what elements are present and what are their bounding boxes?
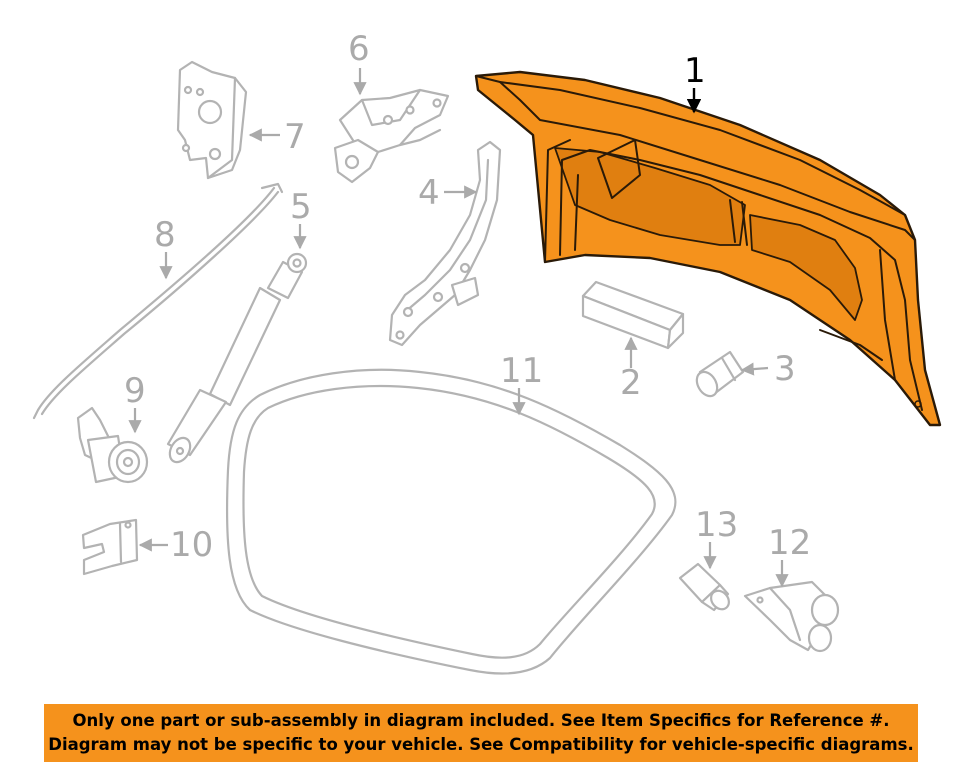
callout-3: 3 <box>774 349 796 389</box>
leader-lines <box>128 68 789 588</box>
parts-diagram: 1 2 3 4 5 6 7 8 9 10 11 12 13 <box>32 29 942 675</box>
callout-1: 1 <box>684 51 706 91</box>
callout-5: 5 <box>290 187 312 227</box>
callout-4: 4 <box>418 173 440 213</box>
callout-2: 2 <box>620 363 642 403</box>
callout-11: 11 <box>500 351 543 391</box>
callout-13: 13 <box>695 505 738 545</box>
leader-3 <box>740 362 769 376</box>
callout-12: 12 <box>768 523 811 563</box>
callout-8: 8 <box>154 215 176 255</box>
callout-7: 7 <box>284 117 306 157</box>
disclaimer-banner: Only one part or sub-assembly in diagram… <box>44 704 918 762</box>
disclaimer-line-2: Diagram may not be specific to your vehi… <box>48 735 914 754</box>
latch-part <box>333 88 450 184</box>
bump-stop-part <box>678 562 730 612</box>
striker-part <box>743 580 840 653</box>
hinge-part <box>388 140 502 347</box>
release-cable-part <box>32 182 284 420</box>
gas-strut-part <box>166 252 308 464</box>
weatherstrip-part <box>225 368 677 675</box>
callout-9: 9 <box>124 371 146 411</box>
lock-cylinder-part <box>76 406 149 484</box>
bracket-part <box>176 60 248 180</box>
callout-numbers: 1 2 3 4 5 6 7 8 9 10 11 12 13 <box>124 29 811 565</box>
callout-6: 6 <box>348 29 370 69</box>
plug-part <box>695 350 745 398</box>
disclaimer-line-1: Only one part or sub-assembly in diagram… <box>72 711 890 730</box>
trunk-lid-part <box>474 70 942 427</box>
retainer-clip-part <box>81 518 139 576</box>
callout-10: 10 <box>170 525 213 565</box>
bumper-block-part <box>581 280 685 350</box>
